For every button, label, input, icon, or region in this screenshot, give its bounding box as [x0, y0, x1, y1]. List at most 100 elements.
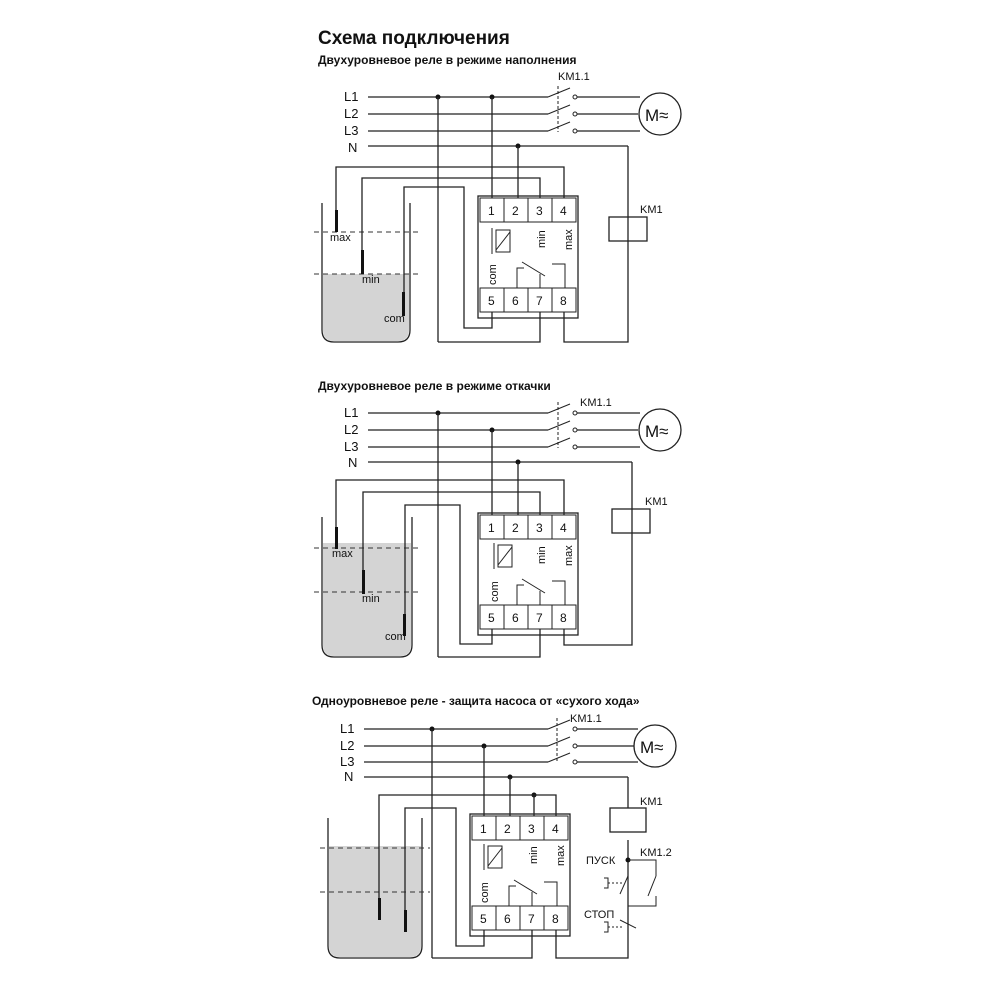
- probe-max: [335, 527, 338, 549]
- label-n: N: [348, 455, 357, 470]
- section-3-caption: Одноуровневое реле - защита насоса от «с…: [312, 694, 640, 708]
- terminal-7: 7: [528, 912, 535, 926]
- label-l2: L2: [344, 106, 358, 121]
- terminal-row-bottom: 5 6 7 8: [471, 905, 569, 931]
- probe-com: [402, 292, 405, 316]
- stop-button-label: СТОП: [584, 909, 614, 921]
- terminal-6: 6: [512, 294, 519, 308]
- terminal-5: 5: [488, 611, 495, 625]
- contactor-label: KM1.1: [558, 71, 590, 83]
- terminal-row-top: 1 2 3 4: [471, 815, 569, 841]
- motor-label: M≈: [645, 422, 669, 441]
- label-l1: L1: [340, 721, 354, 736]
- label-l1: L1: [344, 405, 358, 420]
- contactor-km1-1: [547, 402, 640, 450]
- terminal-1: 1: [488, 521, 495, 535]
- relay-label-min: min: [536, 546, 548, 564]
- terminal-2: 2: [512, 204, 519, 218]
- terminal-3: 3: [536, 204, 543, 218]
- liquid-fill: [323, 274, 409, 341]
- start-button-label: ПУСК: [586, 855, 616, 867]
- coil-label: KM1: [640, 796, 663, 808]
- tank-outline: [321, 203, 411, 343]
- terminal-2: 2: [512, 521, 519, 535]
- relay-body: [477, 512, 579, 636]
- relay-label-max: max: [555, 845, 567, 866]
- terminal-1: 1: [480, 822, 487, 836]
- stop-button-icon: [604, 906, 637, 958]
- relay-label-max: max: [563, 545, 575, 566]
- liquid-fill: [323, 543, 411, 656]
- coil-km1: [609, 807, 647, 833]
- terminal-row-bottom: 5 6 7 8: [479, 287, 577, 313]
- probe-min: [361, 250, 364, 274]
- terminal-6: 6: [512, 611, 519, 625]
- probe-max: [335, 210, 338, 232]
- relay-label-max: max: [563, 229, 575, 250]
- label-n: N: [348, 140, 357, 155]
- terminal-8: 8: [560, 294, 567, 308]
- terminal-8: 8: [552, 912, 559, 926]
- terminal-row-bottom: 5 6 7 8: [479, 604, 577, 630]
- motor-label: M≈: [640, 738, 664, 757]
- terminal-row-top: 1 2 3 4: [479, 197, 577, 223]
- relay-body: [469, 813, 571, 937]
- probe-min: [362, 570, 365, 594]
- liquid-fill: [329, 846, 421, 957]
- relay-contact-icon: [516, 578, 566, 605]
- relay-label-com: com: [487, 264, 499, 285]
- terminal-6: 6: [504, 912, 511, 926]
- terminal-3: 3: [528, 822, 535, 836]
- probe-right: [404, 910, 407, 932]
- probe-label-max: max: [330, 232, 351, 244]
- diagram-filling: L1 L2 L3 N KM1.1 M≈: [314, 71, 682, 343]
- relay-body: [477, 195, 579, 319]
- contactor-label: KM1.1: [570, 713, 602, 725]
- contactor-km1-1: [547, 718, 638, 765]
- terminal-8: 8: [560, 611, 567, 625]
- terminal-1: 1: [488, 204, 495, 218]
- section-2-caption: Двухуровневое реле в режиме откачки: [318, 379, 551, 393]
- probe-label-min: min: [362, 274, 380, 286]
- relay-coil-icon: [491, 228, 511, 254]
- terminal-3: 3: [536, 521, 543, 535]
- probe-left: [378, 898, 381, 920]
- terminal-row-top: 1 2 3 4: [479, 514, 577, 540]
- wires: [335, 97, 629, 343]
- relay-coil-icon: [493, 543, 513, 569]
- wires: [335, 413, 633, 658]
- relay-label-min: min: [536, 230, 548, 248]
- label-l2: L2: [340, 738, 354, 753]
- page-title: Схема подключения: [318, 28, 510, 49]
- relay-label-min: min: [528, 846, 540, 864]
- label-l3: L3: [340, 754, 354, 769]
- probe-label-max: max: [332, 548, 353, 560]
- diagram-pumping: L1 L2 L3 N KM1.1 M≈ 1 2 3: [314, 397, 682, 658]
- relay-contact-icon: [508, 879, 558, 906]
- aux-contact-label: KM1.2: [640, 847, 672, 859]
- tank-outline: [321, 517, 413, 658]
- terminal-2: 2: [504, 822, 511, 836]
- probe-label-min: min: [362, 593, 380, 605]
- tank-outline: [327, 818, 423, 959]
- terminal-4: 4: [560, 204, 567, 218]
- coil-km1: [608, 216, 648, 242]
- contactor-label: KM1.1: [580, 397, 612, 409]
- label-n: N: [344, 769, 353, 784]
- section-1-caption: Двухуровневое реле в режиме наполнения: [318, 53, 577, 67]
- coil-label: KM1: [640, 204, 663, 216]
- relay-coil-icon: [483, 844, 503, 870]
- terminal-4: 4: [560, 521, 567, 535]
- coil-label: KM1: [645, 496, 668, 508]
- motor-label: M≈: [645, 106, 669, 125]
- diagram-dry-run: L1 L2 L3 N KM1.1 M≈ 1 2 3: [320, 713, 677, 959]
- motor-icon: [638, 408, 682, 452]
- label-l2: L2: [344, 422, 358, 437]
- wires: [378, 729, 629, 959]
- start-button-icon: [604, 862, 629, 906]
- probe-label-com: com: [384, 313, 405, 325]
- terminal-7: 7: [536, 294, 543, 308]
- relay-contact-icon: [516, 261, 566, 288]
- label-l1: L1: [344, 89, 358, 104]
